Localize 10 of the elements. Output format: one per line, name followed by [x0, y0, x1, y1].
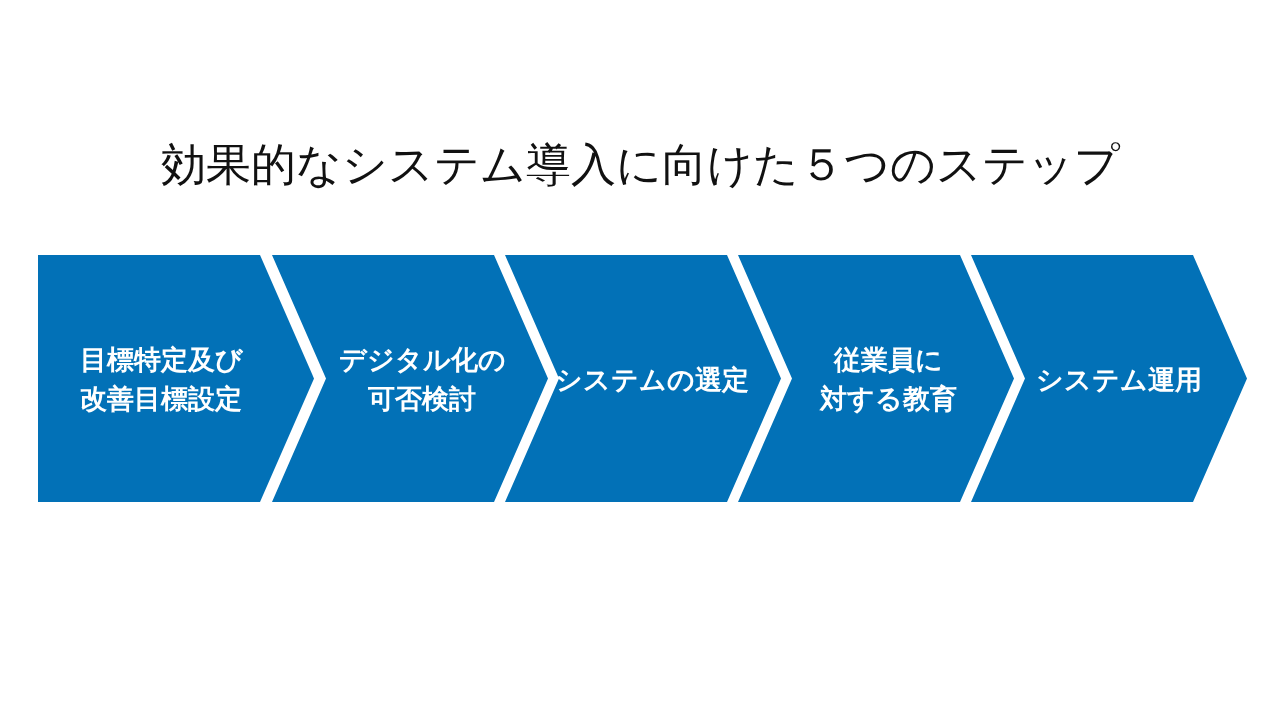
- title: 効果的なシステム導入に向けた５つのステップ: [160, 138, 1120, 192]
- chevron-step: [272, 255, 548, 502]
- chevron-step: [505, 255, 781, 502]
- step-label: システム運用: [1036, 362, 1202, 396]
- step-label: 従業員に対する教育: [819, 342, 957, 416]
- step-label: 目標特定及び改善目標設定: [79, 342, 243, 416]
- chevron-step: [971, 255, 1247, 502]
- step-label: デジタル化の可否検討: [338, 342, 506, 416]
- chevron-step: [38, 255, 314, 502]
- step-label: システムの選定: [555, 362, 749, 396]
